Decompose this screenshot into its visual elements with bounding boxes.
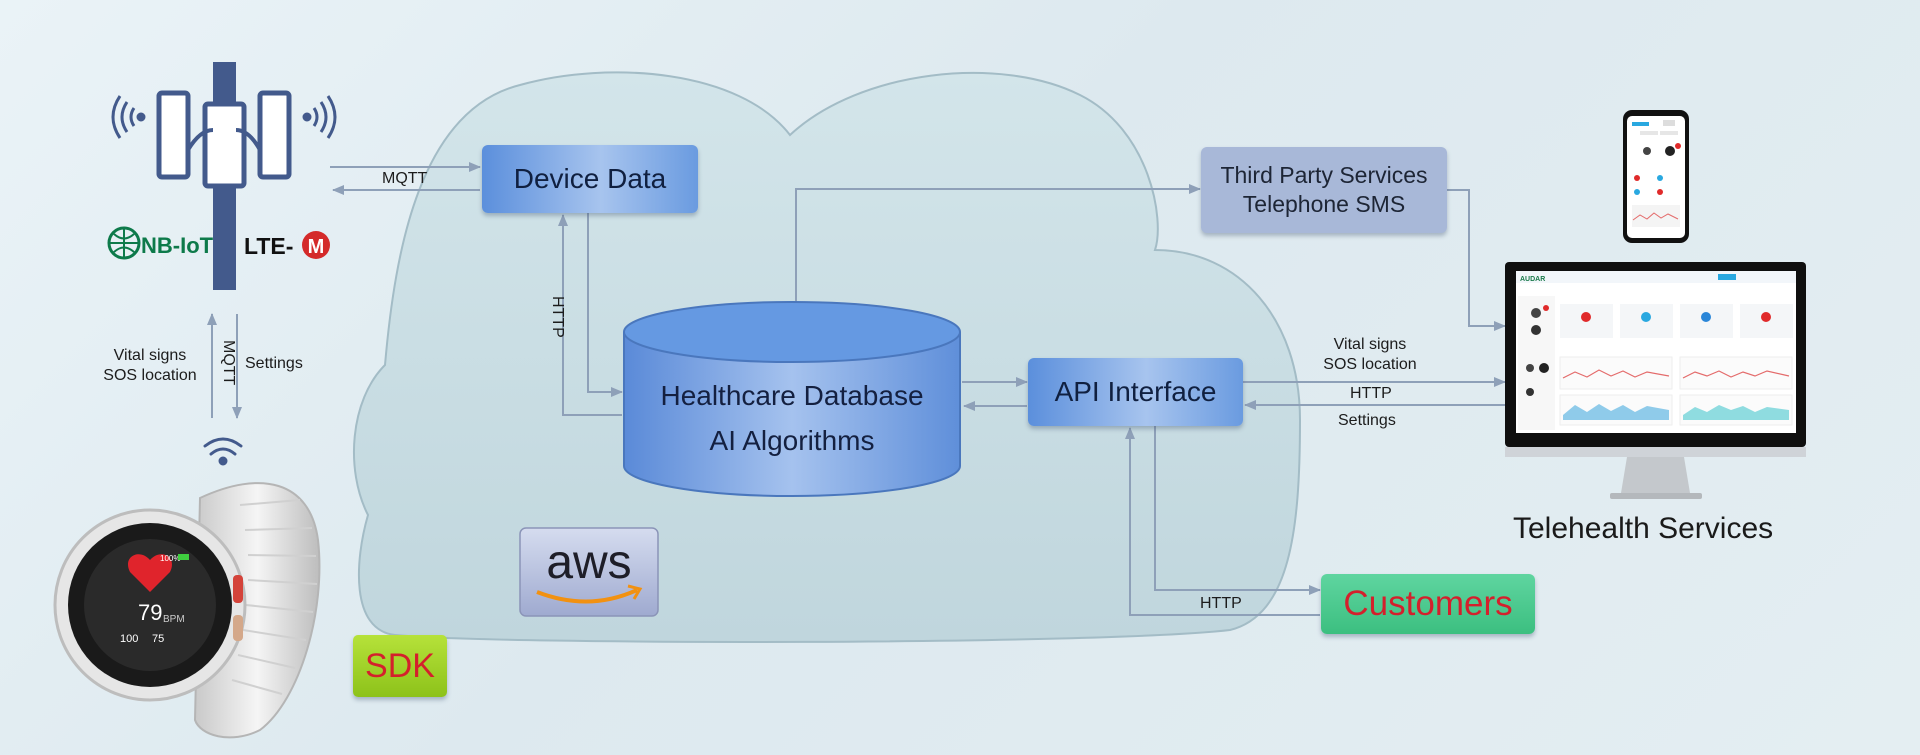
vital-signs-label-right: Vital signs SOS location <box>1312 335 1428 375</box>
cell-tower-icon <box>111 62 337 290</box>
api-interface-box: API Interface <box>1028 358 1243 426</box>
signal-waves-left-icon <box>111 95 146 139</box>
mqtt-label-vertical: MQTT <box>220 340 237 386</box>
smartphone-image <box>1623 110 1689 243</box>
third-party-line2: Telephone SMS <box>1242 191 1406 217</box>
connectors <box>207 162 1506 616</box>
nbiot-label: NB-IoT <box>141 233 214 258</box>
svg-text:AUDAR: AUDAR <box>1520 276 1545 283</box>
http-label-device-db: HTTP <box>549 296 566 338</box>
arrow-db-to-thirdparty <box>795 184 1201 302</box>
arrow-thirdparty-to-telehealth <box>1446 189 1506 331</box>
database-label-line2: AI Algorithms <box>709 425 875 456</box>
arrow-customers-to-api <box>1125 427 1320 616</box>
device-data-label: Device Data <box>513 163 667 194</box>
database-cylinder <box>623 301 961 497</box>
wifi-icon <box>203 437 243 466</box>
aws-logo: aws <box>519 527 659 617</box>
watch-battery: 100% <box>160 554 180 563</box>
signal-waves-right-icon <box>302 95 337 139</box>
ltem-label: LTE- <box>244 233 293 259</box>
http-label-customers: HTTP <box>1200 595 1242 612</box>
device-data-box: Device Data <box>482 145 698 213</box>
sos-location-text-left: SOS location <box>103 367 197 384</box>
sos-location-text-right: SOS location <box>1323 356 1417 373</box>
settings-label-right: Settings <box>1338 412 1396 429</box>
customers-box: Customers <box>1321 574 1535 634</box>
svg-text:M: M <box>308 236 325 258</box>
aws-label: aws <box>546 536 631 589</box>
settings-label-left: Settings <box>245 355 303 372</box>
ltem-logo: LTE- M <box>244 231 330 259</box>
arrow-db-to-device <box>558 214 622 416</box>
http-label-right: HTTP <box>1350 385 1392 402</box>
arrow-api-to-customers <box>1154 426 1321 595</box>
sdk-label: SDK <box>365 646 435 685</box>
telehealth-services-title: Telehealth Services <box>1513 512 1774 545</box>
arrow-device-to-db <box>587 213 623 397</box>
nbiot-logo: NB-IoT <box>107 226 214 260</box>
watch-stat-1: 100 <box>120 633 138 645</box>
watch-bpm-unit: BPM <box>163 614 185 625</box>
third-party-services-box: Third Party Services Telephone SMS <box>1201 147 1447 233</box>
sdk-badge: SDK <box>353 635 447 697</box>
smartwatch-image: 79 BPM 100 75 100% <box>53 482 321 739</box>
watch-bpm-value: 79 <box>138 600 162 625</box>
third-party-line1: Third Party Services <box>1220 162 1428 188</box>
database-label-line1: Healthcare Database <box>660 380 924 411</box>
customers-label: Customers <box>1343 584 1513 623</box>
vital-signs-text-right: Vital signs <box>1333 336 1407 353</box>
api-interface-label: API Interface <box>1054 376 1217 407</box>
mqtt-label-top: MQTT <box>382 170 428 187</box>
monitor-image: AUDAR <box>1505 262 1806 499</box>
watch-stat-2: 75 <box>152 633 164 645</box>
vital-signs-label-left: Vital signs SOS location <box>94 346 206 386</box>
vital-signs-text-left: Vital signs <box>113 347 187 364</box>
